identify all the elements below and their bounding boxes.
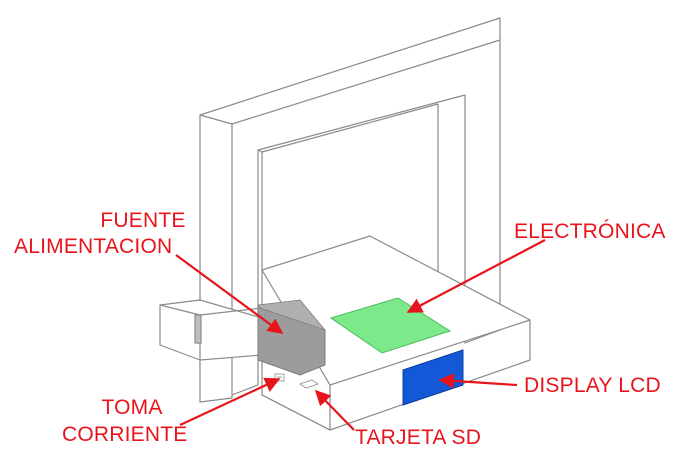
label-toma-line1: TOMA: [101, 396, 163, 419]
arrow-fuente: [175, 254, 284, 334]
annotation-arrows: [175, 239, 546, 431]
label-display: DISPLAY LCD: [524, 374, 661, 397]
lcd-display: [402, 349, 464, 406]
label-toma-line2: CORRIENTE: [62, 423, 188, 446]
label-tarjeta: TARJETA SD: [355, 426, 482, 449]
arrow-electronica: [406, 239, 546, 313]
arrow-display: [438, 373, 518, 389]
label-fuente-line1: FUENTE: [100, 209, 186, 232]
arrow-toma: [179, 377, 281, 426]
arrow-tarjeta: [314, 389, 355, 431]
label-electronica: ELECTRÓNICA: [514, 220, 666, 243]
label-fuente-line2: ALIMENTACION: [14, 235, 173, 258]
sd-card-slot: [299, 379, 319, 389]
electronics-board: [329, 297, 452, 354]
